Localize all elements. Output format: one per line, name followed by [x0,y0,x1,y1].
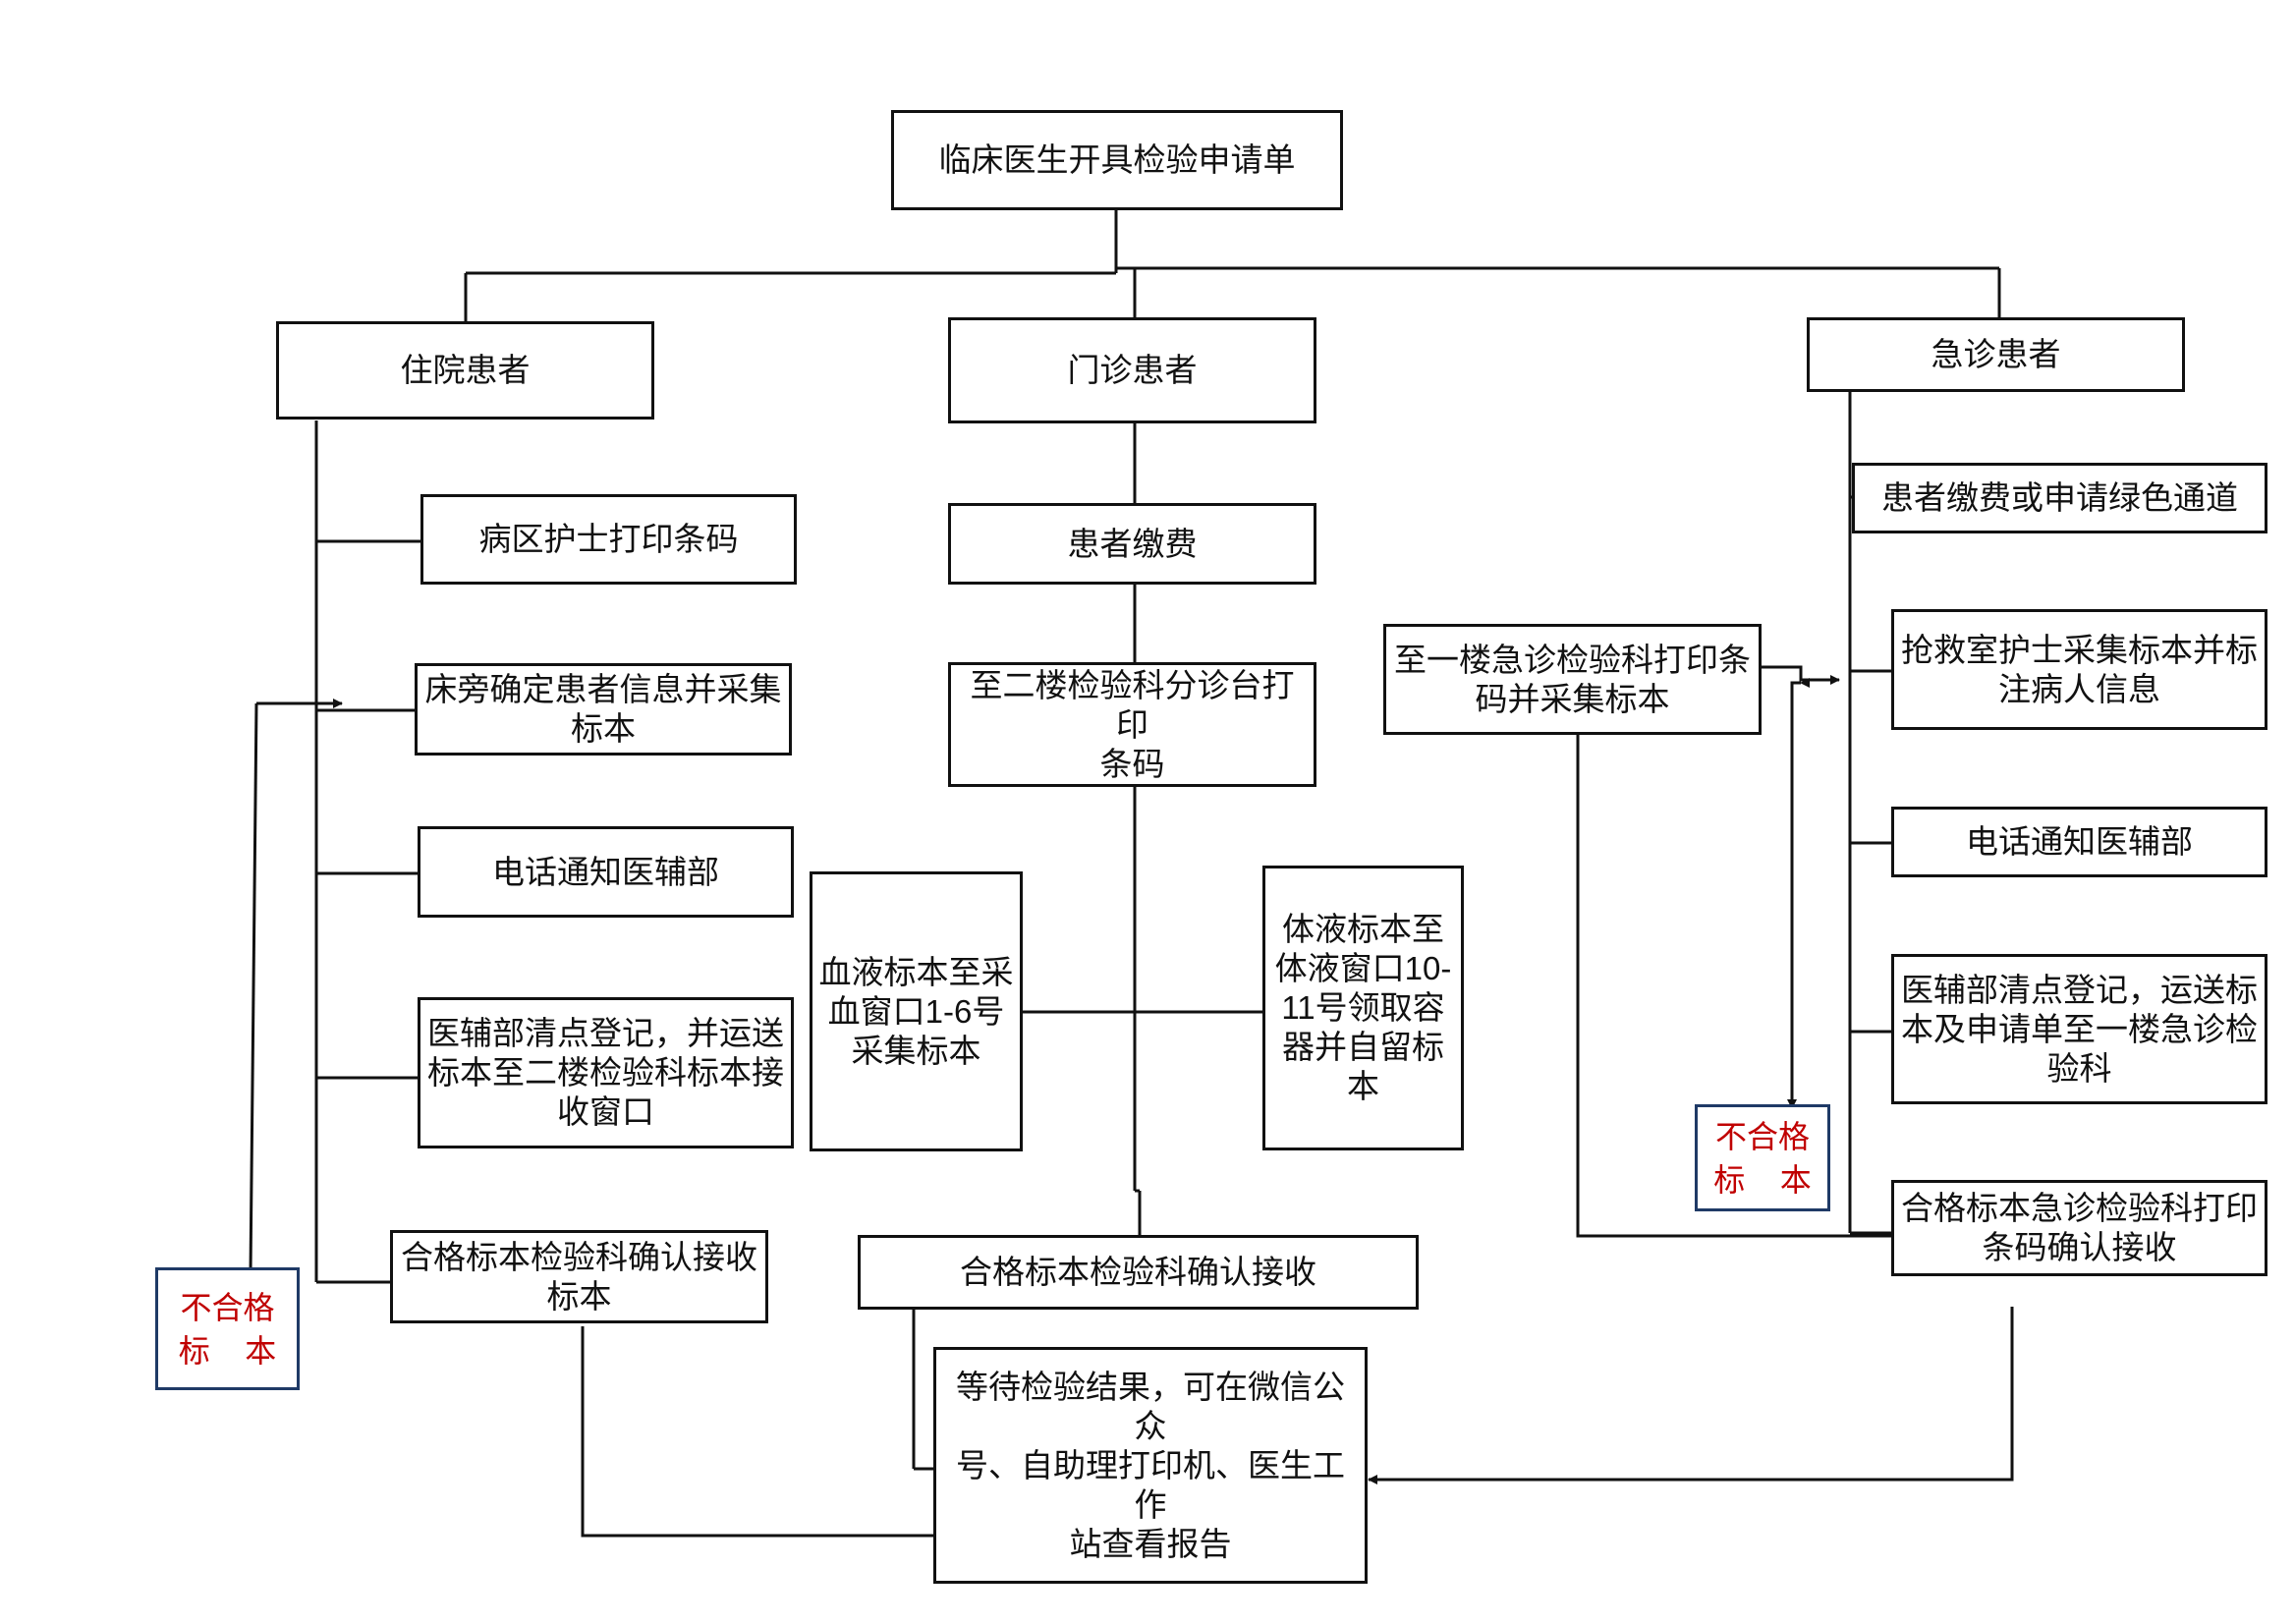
node-reject-left: 不合格 标 本 [155,1267,300,1390]
node-inpatient: 住院患者 [276,321,654,420]
node-ward-nurse-print-label: 病区护士打印条码 [478,521,739,557]
reject-right-loop [1787,678,1810,1109]
node-emergency-accept-label: 合格标本急诊检验科打印 条码确认接收 [1901,1190,2258,1265]
reject-left-up [245,702,258,1282]
node-emergency-accept: 合格标本急诊检验科打印 条码确认接收 [1891,1180,2267,1276]
node-rescue-nurse-label: 抢救室护士采集标本并标 注病人信息 [1901,631,2258,707]
node-emergency-transport-label: 医辅部清点登记，运送标 本及申请单至一楼急诊检 验科 [1901,971,2258,1087]
emergency-lab-to-spine [1762,665,1840,685]
node-outpatient-accept-label: 合格标本检验科确认接收 [960,1254,1316,1290]
node-blood-window-label: 血液标本至采 血窗口1-6号 采集标本 [818,953,1014,1069]
node-inpatient-phone: 电话通知医辅部 [418,826,794,918]
inpatient-accept-to-wait [581,1326,952,1540]
node-wait-result: 等待检验结果，可在微信公众 号、自助理打印机、医生工作 站查看报告 [933,1347,1368,1584]
node-reject-right-label: 不合格 标 本 [1713,1118,1812,1198]
node-inpatient-accept: 合格标本检验科确认接收 标本 [390,1230,768,1323]
node-start-label: 临床医生开具检验申请单 [938,141,1296,178]
node-outpatient-label: 门诊患者 [1067,352,1198,388]
node-outpatient-print-label: 至二楼检验科分诊台打印 条码 [970,666,1295,782]
node-fluid-window: 体液标本至 体液窗口10- 11号领取容 器并自留标 本 [1262,866,1464,1150]
node-emergency: 急诊患者 [1807,317,2185,392]
node-start: 临床医生开具检验申请单 [891,110,1343,210]
node-reject-left-label: 不合格 标 本 [178,1289,277,1369]
node-emergency-phone: 电话通知医辅部 [1891,807,2267,877]
node-emergency-transport: 医辅部清点登记，运送标 本及申请单至一楼急诊检 验科 [1891,954,2267,1104]
node-reject-right: 不合格 标 本 [1695,1104,1830,1211]
node-fluid-window-label: 体液标本至 体液窗口10- 11号领取容 器并自留标 本 [1274,911,1452,1104]
node-outpatient-accept: 合格标本检验科确认接收 [858,1235,1419,1310]
node-blood-window: 血液标本至采 血窗口1-6号 采集标本 [810,871,1023,1151]
node-emergency-pay-label: 患者缴费或申请绿色通道 [1881,479,2238,516]
node-inpatient-label: 住院患者 [400,352,531,388]
node-inpatient-transport: 医辅部清点登记，并运送 标本至二楼检验科标本接 收窗口 [418,997,794,1148]
emergency-accept-to-wait [1368,1307,2014,1484]
node-emergency-label: 急诊患者 [1931,336,2061,372]
node-wait-result-label: 等待检验结果，可在微信公众 号、自助理打印机、医生工作 站查看报告 [956,1368,1345,1562]
node-outpatient-pay-label: 患者缴费 [1067,525,1198,562]
node-emergency-phone-label: 电话通知医辅部 [1966,823,2193,860]
node-outpatient: 门诊患者 [948,317,1316,423]
node-ward-nurse-print: 病区护士打印条码 [420,494,797,585]
node-outpatient-pay: 患者缴费 [948,503,1316,585]
node-emergency-lab-print-label: 至一楼急诊检验科打印条 码并采集标本 [1394,641,1751,717]
node-inpatient-accept-label: 合格标本检验科确认接收 标本 [401,1238,757,1315]
node-bedside-collect-label: 床旁确定患者信息并采集 标本 [424,671,782,747]
node-bedside-collect: 床旁确定患者信息并采集 标本 [415,663,792,756]
node-inpatient-transport-label: 医辅部清点登记，并运送 标本至二楼检验科标本接 收窗口 [427,1015,784,1130]
node-rescue-nurse: 抢救室护士采集标本并标 注病人信息 [1891,609,2267,730]
node-outpatient-print: 至二楼检验科分诊台打印 条码 [948,662,1316,787]
node-emergency-pay: 患者缴费或申请绿色通道 [1852,463,2267,533]
node-inpatient-phone-label: 电话通知医辅部 [492,853,719,890]
emergency-lab-to-accept [1576,730,1915,1241]
node-emergency-lab-print: 至一楼急诊检验科打印条 码并采集标本 [1383,624,1762,735]
